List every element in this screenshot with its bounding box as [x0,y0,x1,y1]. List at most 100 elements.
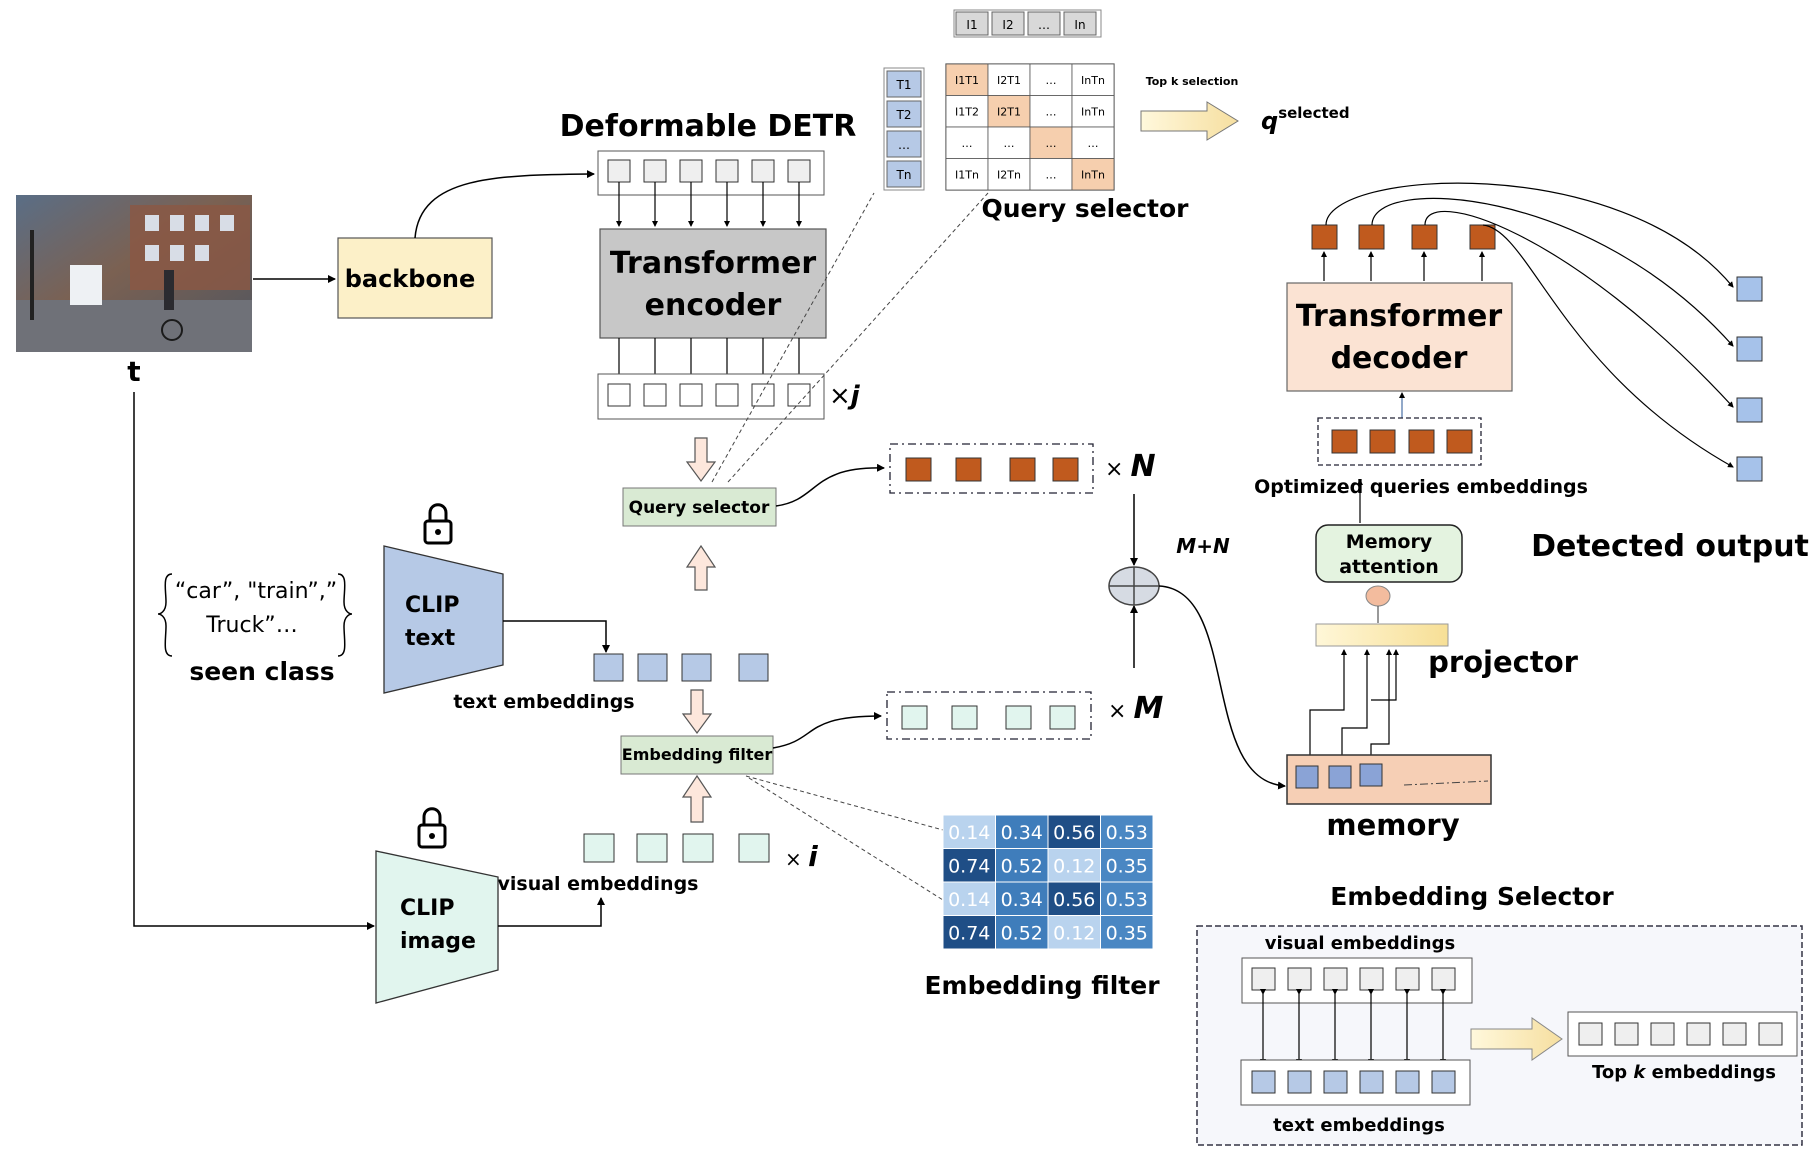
selector-visual-tokens [1251,967,1456,991]
q-selected-symbol: qselected [1261,104,1350,135]
heatmap-cell [1100,848,1154,883]
backbone-box [337,237,493,319]
projection-line-2 [727,192,989,483]
encoder-in-arrows [616,182,802,227]
heatmap-cell-value: 0.12 [1053,855,1095,877]
heatmap-cell-value: 0.34 [1001,889,1043,911]
transformer-decoder-box [1286,282,1513,392]
heatmap-cell [942,848,996,883]
clip-text-label-line1: CLIP [405,593,459,618]
encoder-output-token-row [607,383,811,407]
output-curves [1325,182,1734,468]
similarity-cell-label: I1T2 [955,105,979,118]
similarity-cell-label: … [1046,137,1057,150]
image-token: I2 [1002,18,1013,32]
text-token-column: T1 T2 … Tn [886,70,922,188]
encoder-output-tokens [597,373,825,420]
queries-multiplier: × N [1105,449,1156,484]
text-token: Tn [896,168,912,182]
top-k-tokens [1578,1022,1783,1046]
selector-text-label: text embeddings [1273,1115,1445,1136]
encoder-label-line2: encoder [645,288,782,323]
similarity-cell-label: … [962,137,973,150]
embeddings-multiplier: × M [1108,691,1163,726]
decoder-label-line2: decoder [1331,341,1468,376]
heatmap-cell [1100,915,1154,950]
optimized-query-tokens [1331,429,1473,454]
query-selector-detail-title: Query selector [982,194,1190,223]
filter-projection-line-2 [748,777,944,901]
text-token: T1 [896,78,912,92]
heatmap-cell-value: 0.14 [948,822,990,844]
text-token: T2 [896,108,912,122]
hollow-arrow-up-to-embedding-filter [681,774,713,823]
clip-text-to-embeddings-arrow [503,620,610,653]
similarity-cell-label: I2T1 [997,74,1021,87]
hollow-arrow-to-embedding-filter [681,689,713,735]
similarity-cell [987,95,1031,128]
clip-image-encoder [375,850,499,1004]
memory-slots [1295,763,1383,789]
heatmap-cell [995,881,1049,916]
heatmap-cell-value: 0.53 [1106,889,1148,911]
detr-title: Deformable DETR [560,109,857,144]
heatmap-cell [942,915,996,950]
similarity-cell-label: I1T1 [955,74,979,87]
detected-output-boxes [1736,276,1763,482]
similarity-cell [1071,158,1115,191]
detr-input-tokens [597,150,825,196]
lock-icon [423,503,453,545]
image-token-row: I1 I2 … In [955,11,1097,36]
projector-bar [1315,623,1449,647]
embedding-filter-node [620,735,774,775]
seen-class-braces [157,573,353,657]
similarity-cell-label: I1Tn [955,168,979,181]
visual-embeddings-label: visual embeddings [497,873,698,895]
top-k-selection-label: Top k selection [1146,75,1239,88]
similarity-cell-label: InTn [1081,105,1105,118]
heatmap-cell-value: 0.56 [1053,889,1095,911]
clip-text-label-line2: text [405,626,456,651]
similarity-cell [1071,126,1115,159]
lock-icon [417,807,447,849]
heatmap-cell [1047,848,1101,883]
backbone-label: backbone [345,265,476,293]
query-selector-node-label: Query selector [629,498,770,518]
embedding-filter-to-embeddings-arrow [772,712,882,749]
heatmap-cell [995,915,1049,950]
similarity-cell [1029,95,1073,128]
top-k-embeddings-label: Top k embeddings [1592,1062,1776,1083]
heatmap-cell [1100,881,1154,916]
clip-text-encoder [383,545,504,694]
similarity-cell-label: … [1046,74,1057,87]
similarity-cell-label: … [1088,137,1099,150]
memory-label: memory [1326,808,1459,842]
heatmap-cell-value: 0.34 [1001,822,1043,844]
query-selector-to-queries-arrow [775,463,885,507]
filter-projection-line-1 [745,775,944,831]
clip-image-to-embeddings-arrow [498,897,605,927]
heatmap-cell [1100,814,1154,849]
image-token: I1 [966,18,977,32]
filtered-embedding-tokens [901,705,1076,730]
hollow-arrow-to-query-selector [685,437,717,483]
encoder-repeat: ×j [829,381,861,411]
text-embedding-tokens [593,653,769,682]
similarity-cell-label: InTn [1081,168,1105,181]
selector-visual-label: visual embeddings [1265,933,1455,954]
similarity-cell [945,63,989,96]
optimized-queries-label: Optimized queries embeddings [1254,476,1588,498]
memory-attention-label-line1: Memory [1346,531,1433,553]
heatmap-cell-value: 0.35 [1106,855,1148,877]
selector-arrow [1470,1017,1563,1061]
transformer-encoder-box [599,228,827,339]
sum-label: M+N [1176,534,1230,558]
heatmap-cell-value: 0.53 [1106,822,1148,844]
similarity-cell [1029,158,1073,191]
heatmap-cell-value: 0.56 [1053,822,1095,844]
text-token: … [898,138,910,152]
heatmap-cell-value: 0.74 [948,922,990,944]
